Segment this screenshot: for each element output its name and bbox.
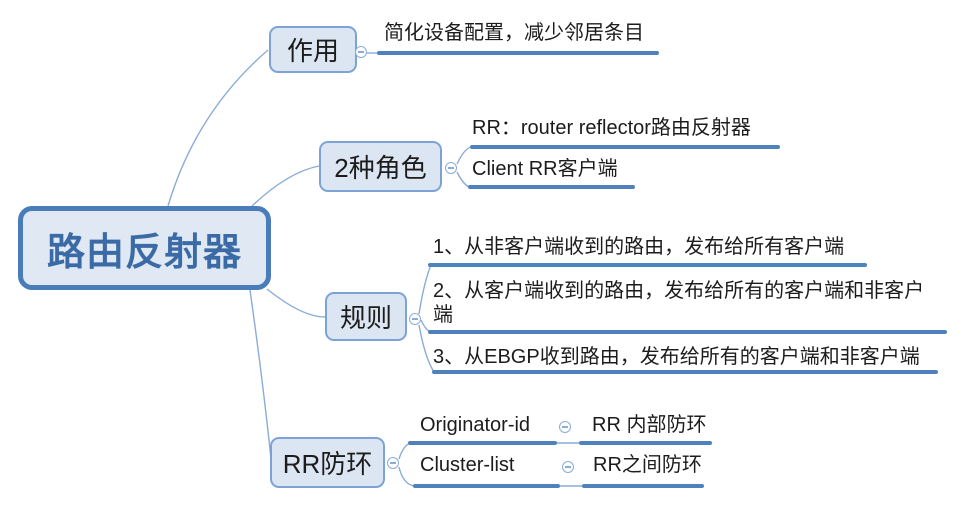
- minus-icon: [358, 51, 364, 53]
- branch-topic-roles[interactable]: 2种角色: [319, 141, 442, 192]
- root-topic-label: 路由反射器: [46, 231, 242, 274]
- underline-function-detail: [377, 51, 659, 55]
- underline-rule-3: [432, 370, 938, 374]
- child-topic-role-rr[interactable]: RR：router reflector路由反射器: [472, 117, 751, 139]
- link-root-to-rrfanghuan: [249, 289, 272, 460]
- minus-icon: [412, 318, 418, 320]
- collapse-toggle-icon[interactable]: [387, 457, 399, 469]
- underline-cluster-list: [413, 484, 560, 488]
- branch-topic-loop-prevention-label: RR防环: [282, 449, 373, 479]
- branch-topic-rules-label: 规则: [339, 303, 392, 333]
- minus-icon: [562, 426, 568, 428]
- child-topic-between-rr-loop[interactable]: RR之间防环: [593, 454, 702, 476]
- link-fanghuan-to-row2: [398, 466, 415, 487]
- underline-between-rr-loop: [582, 484, 704, 488]
- child-topic-rule-1[interactable]: 1、从非客户端收到的路由，发布给所有客户端: [433, 236, 845, 258]
- underline-rule-1: [428, 263, 867, 267]
- link-root-to-zuoyong: [167, 49, 269, 207]
- branch-topic-function-label: 作用: [286, 36, 339, 66]
- collapse-toggle-icon[interactable]: [409, 313, 421, 325]
- minus-icon: [448, 167, 454, 169]
- minus-icon: [390, 462, 396, 464]
- link-fanghuan-to-row1: [398, 442, 411, 460]
- child-topic-function-detail[interactable]: 简化设备配置，减少邻居条目: [384, 22, 644, 44]
- child-topic-role-client[interactable]: Client RR客户端: [472, 158, 618, 180]
- link-juese-to-child1: [456, 146, 472, 165]
- underline-originator-id: [408, 441, 557, 445]
- link-root-to-guize: [266, 288, 326, 318]
- link-juese-to-child2: [456, 171, 470, 188]
- minus-icon: [565, 466, 571, 468]
- underline-role-rr: [470, 145, 780, 149]
- branch-topic-roles-label: 2种角色: [334, 153, 427, 183]
- branch-topic-rules[interactable]: 规则: [325, 292, 407, 341]
- underline-role-client: [468, 185, 635, 189]
- branch-topic-function[interactable]: 作用: [269, 26, 357, 73]
- collapse-toggle-icon[interactable]: [355, 46, 367, 58]
- collapse-toggle-icon[interactable]: [445, 162, 457, 174]
- underline-rule-2: [428, 330, 947, 334]
- collapse-toggle-icon[interactable]: [562, 461, 574, 473]
- underline-internal-loop: [579, 441, 712, 445]
- collapse-toggle-icon[interactable]: [559, 421, 571, 433]
- root-topic[interactable]: 路由反射器: [18, 206, 271, 290]
- child-topic-rule-3[interactable]: 3、从EBGP收到路由，发布给所有的客户端和非客户端: [433, 346, 920, 368]
- child-topic-internal-loop[interactable]: RR 内部防环: [592, 414, 707, 436]
- child-topic-rule-2[interactable]: 2、从客户端收到的路由，发布给所有的客户端和非客户端: [433, 280, 925, 326]
- branch-topic-loop-prevention[interactable]: RR防环: [270, 437, 385, 488]
- child-topic-cluster-list[interactable]: Cluster-list: [420, 454, 515, 476]
- child-topic-originator-id[interactable]: Originator-id: [420, 414, 531, 436]
- link-guize-to-rule1: [418, 264, 432, 315]
- link-root-to-liangzhongjuese: [251, 165, 320, 207]
